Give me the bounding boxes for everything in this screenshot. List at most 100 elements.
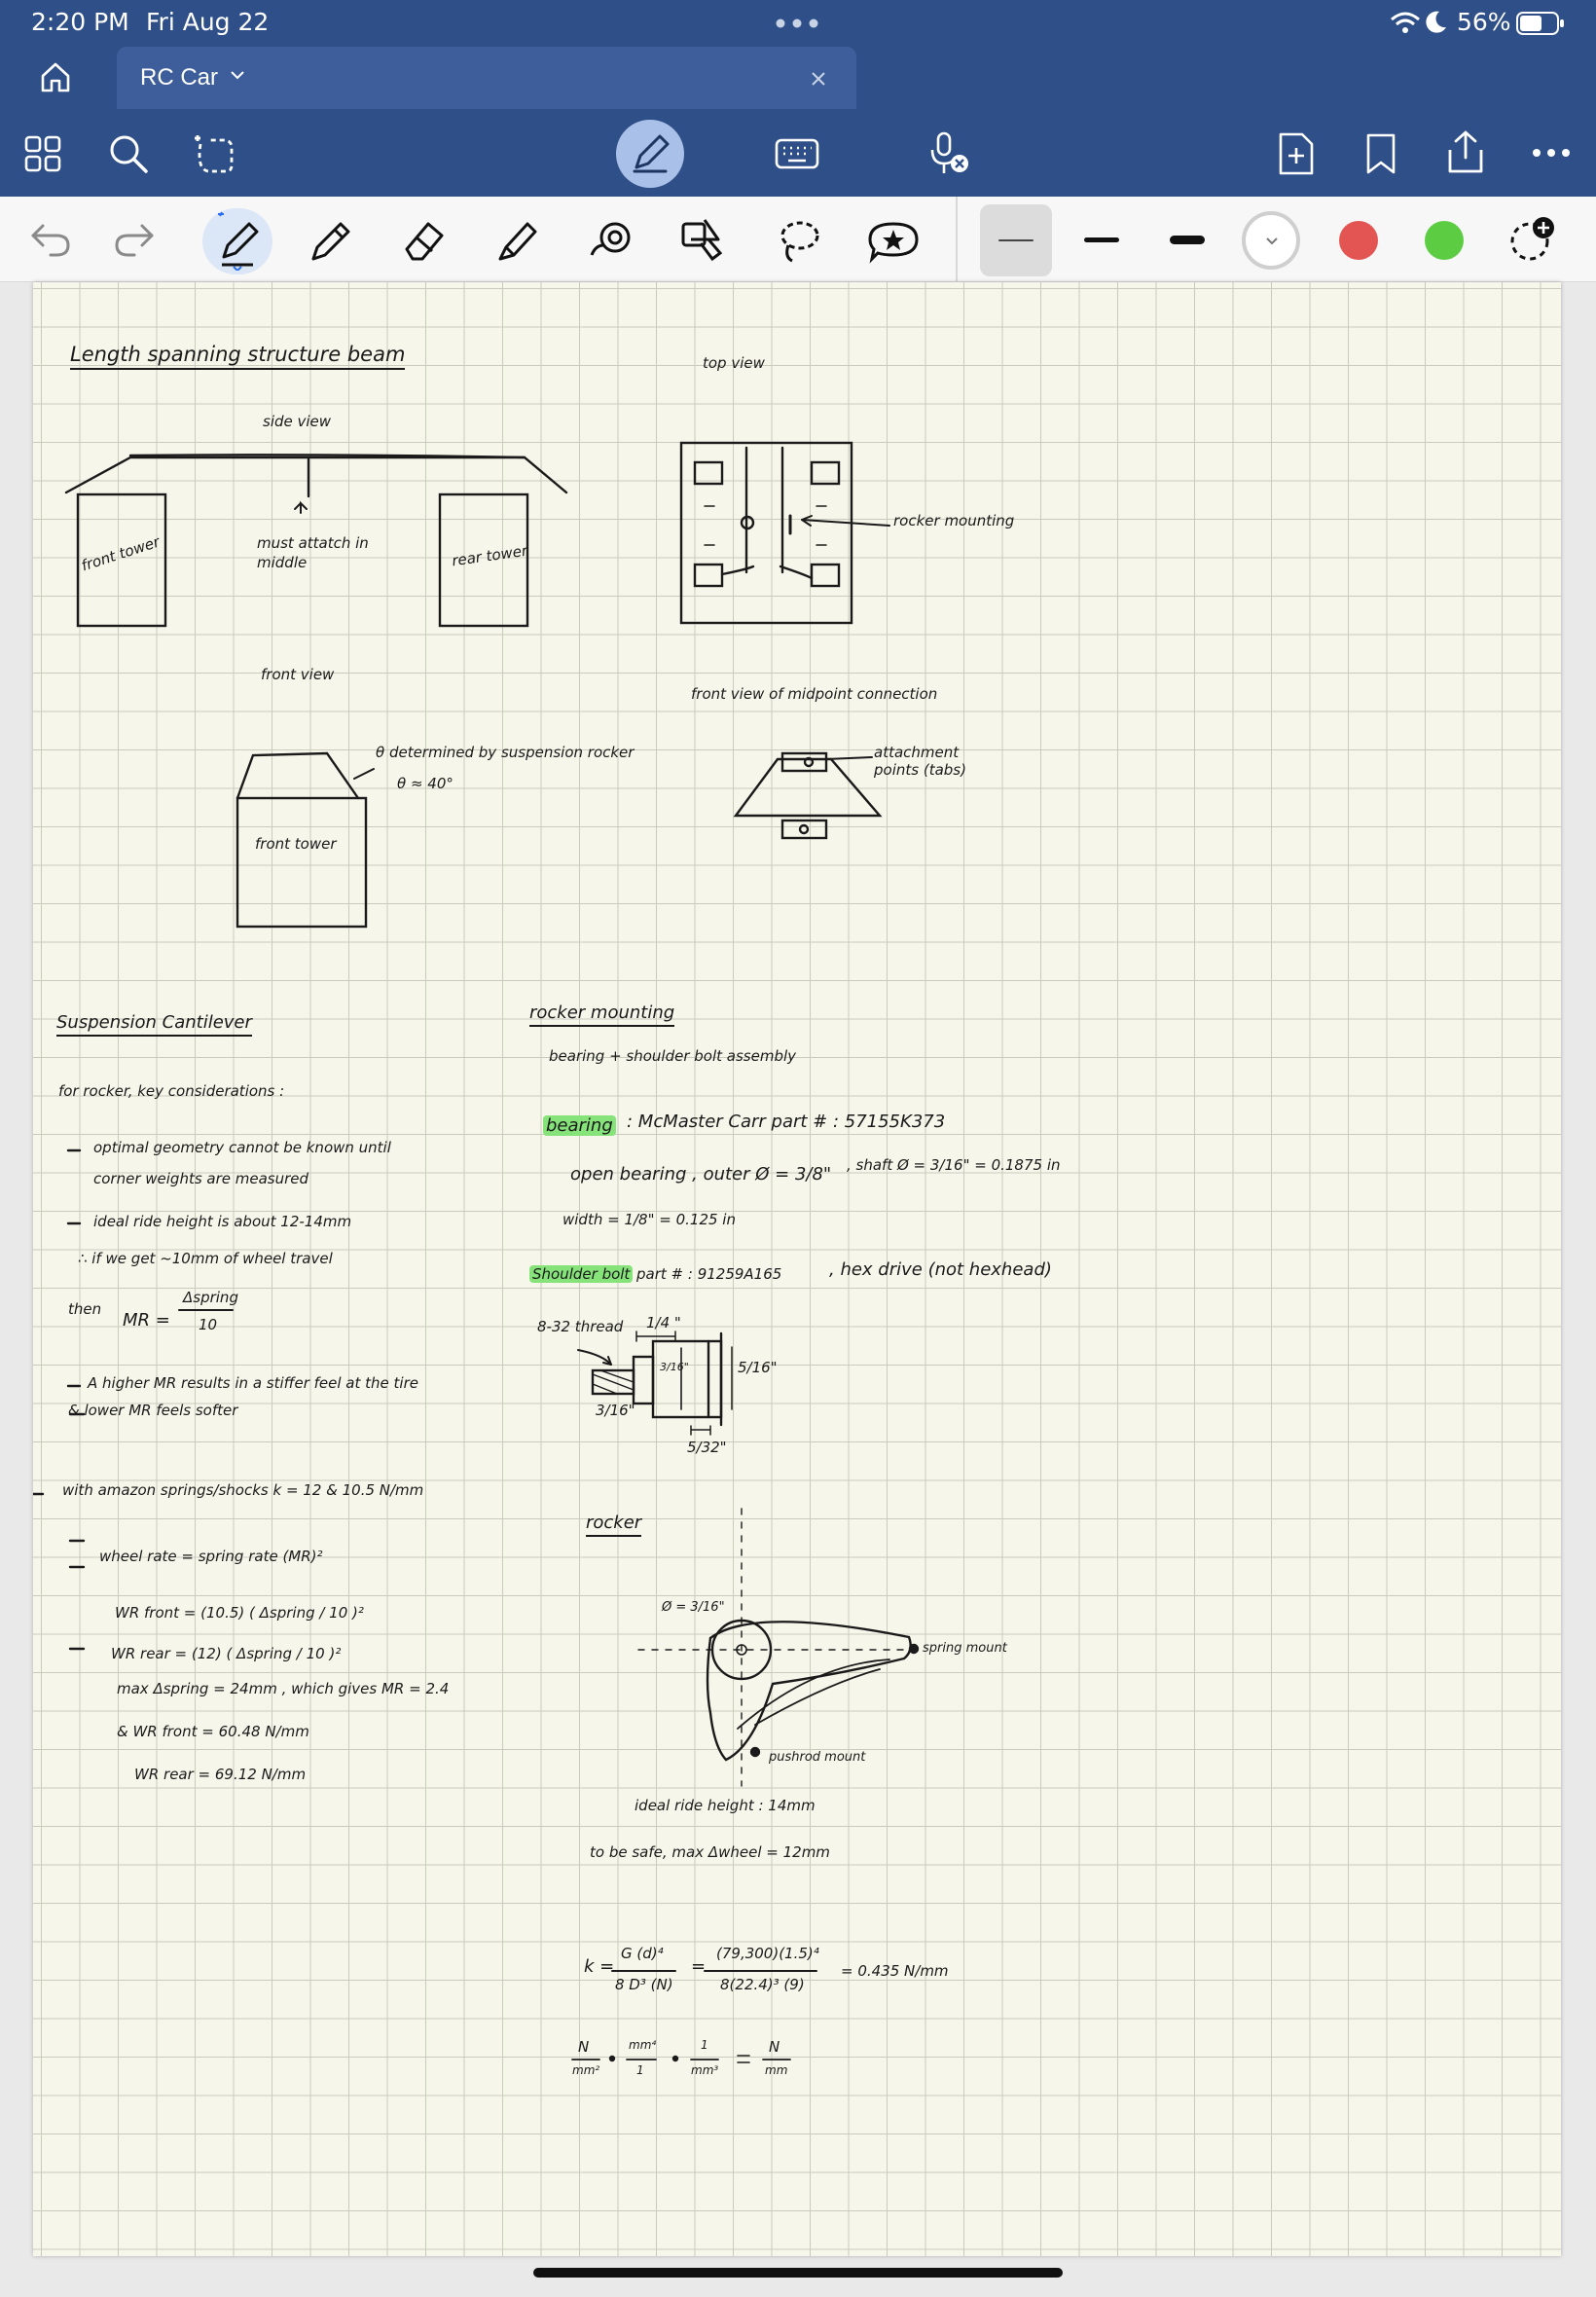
consideration-1b: corner weights are measured: [93, 1170, 309, 1187]
ideal-ride-height: ideal ride height : 14mm: [635, 1797, 816, 1814]
thread-label: 8-32 thread: [537, 1318, 624, 1335]
more-icon[interactable]: [1532, 148, 1571, 158]
highlighter-icon[interactable]: [492, 216, 541, 265]
app-header: 2:20 PM Fri Aug 22 56% RC Car: [0, 0, 1596, 197]
stroke-thin-icon: [998, 239, 1034, 241]
wr-rear-result: WR rear = 69.12 N/mm: [134, 1766, 307, 1783]
k-values-numerator: (79,300)(1.5)⁴: [716, 1945, 819, 1962]
consideration-1a: optimal geometry cannot be known until: [93, 1139, 391, 1156]
k-result: = 0.435 N/mm: [841, 1962, 949, 1980]
color-swatch-white[interactable]: [1242, 211, 1300, 270]
status-date: Fri Aug 22: [146, 8, 270, 36]
rocker-mounting-arrow-label: rocker mounting: [893, 512, 1015, 529]
chevron-down-icon[interactable]: [230, 70, 245, 82]
units-mid1-denominator: 1: [636, 2063, 644, 2077]
sketch-drawings: [33, 441, 920, 2063]
wheel-rate-formula: wheel rate = spring rate (MR)²: [99, 1548, 323, 1565]
search-icon[interactable]: [107, 132, 150, 175]
units-right-numerator: N: [769, 2038, 780, 2056]
pushrod-mount-label: pushrod mount: [769, 1750, 866, 1765]
shapes-icon[interactable]: [586, 216, 636, 265]
rocker-bore-diameter: Ø = 3/16": [662, 1600, 725, 1615]
consideration-3: ∴ if we get ~10mm of wheel travel: [78, 1250, 333, 1267]
must-attach-label: must attatch in middle: [257, 534, 369, 571]
wr-front-result: & WR front = 60.48 N/mm: [117, 1723, 309, 1740]
k-equals: k =: [584, 1956, 615, 1977]
notebook-page[interactable]: Length spanning structure beam side view…: [33, 282, 1561, 2256]
shaft-diameter: , shaft Ø = 3/16" = 0.1875 in: [847, 1156, 1061, 1174]
battery-icon: [1516, 12, 1564, 35]
top-view-label: top view: [703, 354, 765, 372]
eraser-icon[interactable]: [399, 216, 448, 265]
stroke-medium-icon[interactable]: [1084, 237, 1119, 242]
element-icon[interactable]: [679, 214, 730, 265]
spring-mount-label: spring mount: [923, 1641, 1007, 1656]
attachment-points-label: attachment points (tabs): [874, 744, 966, 779]
color-swatch-red[interactable]: [1339, 221, 1378, 260]
wr-front-formula: WR front = (10.5) ( Δspring / 10 )²: [115, 1604, 364, 1622]
sticker-star-icon[interactable]: [866, 216, 921, 265]
max-spring-travel: max Δspring = 24mm , which gives MR = 2.…: [117, 1680, 450, 1697]
lasso-icon[interactable]: [775, 216, 823, 265]
chevron-down-icon: [1266, 237, 1278, 245]
pen-mode-icon[interactable]: [615, 119, 685, 189]
open-bearing: open bearing , outer Ø = 3/8": [570, 1164, 832, 1185]
shoulder-bolt-highlight: Shoulder bolt: [529, 1265, 634, 1283]
front-tower-label-2: front tower: [255, 835, 337, 853]
units-mid1-numerator: mm⁴: [629, 2038, 657, 2052]
dim-three-sixteenths: 3/16": [660, 1361, 689, 1373]
share-icon[interactable]: [1444, 128, 1487, 175]
shoulder-bolt-part: part # : 91259A165: [636, 1265, 782, 1283]
pen-toolbar: [0, 197, 1596, 282]
bookmark-icon[interactable]: [1364, 132, 1397, 175]
units-left-numerator: N: [578, 2038, 590, 2056]
front-view-label: front view: [261, 666, 335, 683]
home-indicator[interactable]: [533, 2268, 1063, 2278]
side-view-label: side view: [263, 413, 332, 430]
midpoint-connection-title: front view of midpoint connection: [691, 685, 938, 703]
redo-icon[interactable]: [113, 220, 156, 259]
bearing-part-number: : McMaster Carr part # : 57155K373: [627, 1112, 946, 1132]
keyboard-icon[interactable]: [775, 138, 819, 169]
tab-rc-car[interactable]: RC Car: [117, 47, 856, 109]
dim-five-thirtyseconds: 5/32": [687, 1439, 727, 1456]
rocker-mounting-title: rocker mounting: [529, 1003, 675, 1027]
multitask-dots-icon[interactable]: [775, 18, 819, 29]
moon-icon: [1426, 11, 1446, 33]
stroke-thick-icon[interactable]: [1170, 236, 1205, 244]
lasso-sticker-icon[interactable]: [191, 130, 237, 177]
mr-formula: MR =: [123, 1310, 170, 1331]
units-right-denominator: mm: [765, 2063, 788, 2077]
k-values-denominator: 8(22.4)³ (9): [720, 1976, 805, 1993]
add-page-icon[interactable]: [1277, 130, 1316, 177]
dim-five-sixteenths: 5/16": [738, 1359, 778, 1376]
amazon-springs: with amazon springs/shocks k = 12 & 10.5…: [62, 1481, 424, 1499]
consideration-5b: & lower MR feels softer: [68, 1402, 238, 1419]
add-color-icon[interactable]: [1506, 214, 1557, 265]
wifi-icon: [1391, 12, 1420, 33]
assembly-label: bearing + shoulder bolt assembly: [549, 1047, 797, 1065]
beam-title: Length spanning structure beam: [70, 343, 406, 370]
color-swatch-green[interactable]: [1425, 221, 1464, 260]
pencil-icon[interactable]: [308, 216, 354, 265]
max-wheel-travel: to be safe, max Δwheel = 12mm: [590, 1843, 830, 1861]
thumbnails-icon[interactable]: [23, 134, 62, 173]
units-mid2-denominator: mm³: [691, 2063, 719, 2077]
angle-value: θ ≈ 40°: [397, 775, 453, 792]
undo-icon[interactable]: [29, 220, 72, 259]
mr-denominator: 10: [199, 1316, 218, 1333]
k-formula-denominator: 8 D³ (N): [615, 1976, 673, 1993]
fountain-pen-icon[interactable]: [210, 210, 265, 271]
rocker-title: rocker: [586, 1513, 642, 1537]
close-tab-icon[interactable]: [810, 70, 827, 88]
dim-three-sixteenths-b: 3/16": [596, 1402, 635, 1419]
angle-note: θ determined by suspension rocker: [376, 744, 635, 761]
consideration-5a: A higher MR results in a stiffer feel at…: [88, 1374, 418, 1392]
cantilever-title: Suspension Cantilever: [56, 1012, 252, 1037]
k-equals-2: =: [691, 1956, 707, 1977]
bearing-width: width = 1/8" = 0.125 in: [562, 1211, 736, 1228]
microphone-icon[interactable]: [928, 130, 971, 177]
home-icon[interactable]: [39, 60, 72, 93]
mr-numerator: Δspring: [183, 1289, 238, 1306]
then-label: then: [68, 1300, 102, 1318]
